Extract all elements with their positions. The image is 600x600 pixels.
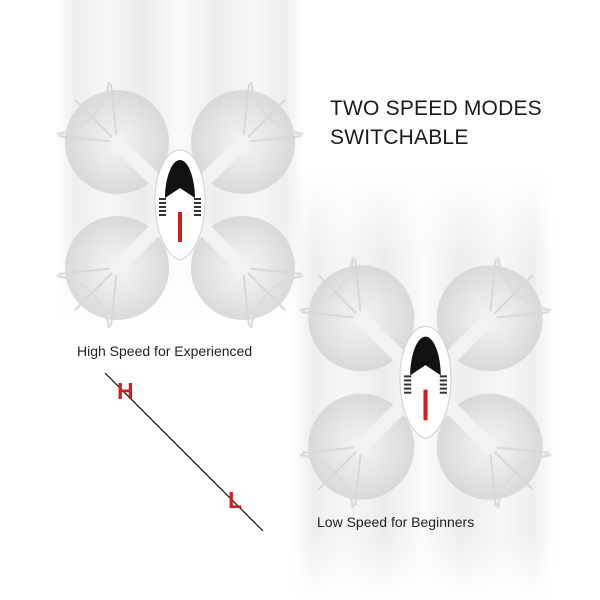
guard-spoke — [489, 445, 550, 454]
body-red-stripe — [423, 389, 428, 421]
guard-spoke — [301, 445, 362, 454]
guard-spoke — [488, 446, 497, 507]
low-speed-caption: Low Speed for Beginners — [317, 514, 475, 530]
vent-right — [194, 202, 201, 204]
guard-spoke — [58, 135, 118, 143]
guard-spoke — [110, 83, 118, 143]
vent-left — [159, 198, 166, 200]
low-mode-letter: L — [228, 487, 243, 513]
guard-spoke — [74, 267, 118, 311]
vent-left — [159, 206, 166, 208]
drone-canopy — [410, 336, 441, 376]
high-speed-drone-image — [56, 81, 304, 329]
guard-spoke — [354, 258, 363, 319]
guard-spoke — [317, 274, 362, 319]
page-title: TWO SPEED MODES SWITCHABLE — [330, 94, 542, 152]
vent-right — [439, 375, 447, 378]
guard-spoke — [242, 267, 286, 311]
guard-spoke — [354, 446, 363, 507]
guard-spoke — [489, 311, 550, 320]
guard-spoke — [242, 135, 302, 143]
drone-canopy — [165, 160, 195, 198]
vent-left — [159, 210, 166, 212]
low-speed-drone-image — [299, 256, 552, 509]
guard-spoke — [301, 311, 362, 320]
vent-left — [159, 202, 166, 204]
guard-spoke — [488, 258, 497, 319]
drone-body — [399, 325, 452, 440]
title-line-2: SWITCHABLE — [330, 126, 469, 149]
guard-spoke — [58, 267, 118, 275]
vent-right — [439, 387, 447, 390]
drone-body — [154, 149, 206, 261]
guard-spoke — [242, 267, 302, 275]
vent-left — [404, 375, 412, 378]
title-line-1: TWO SPEED MODES — [330, 97, 542, 120]
vent-left — [404, 383, 412, 386]
guard-spoke — [489, 446, 534, 491]
vent-right — [194, 198, 201, 200]
vent-left — [159, 214, 166, 216]
vent-left — [404, 391, 412, 394]
body-red-stripe — [178, 212, 182, 242]
guard-spoke — [242, 267, 250, 327]
guard-spoke — [242, 99, 286, 143]
high-mode-letter: H — [117, 378, 134, 404]
vent-right — [194, 206, 201, 208]
vent-right — [439, 379, 447, 382]
guard-spoke — [489, 274, 534, 319]
high-speed-caption: High Speed for Experienced — [77, 343, 253, 359]
guard-spoke — [110, 267, 118, 327]
vent-right — [439, 391, 447, 394]
guard-spoke — [242, 83, 250, 143]
guard-spoke — [317, 446, 362, 491]
vent-right — [194, 210, 201, 212]
vent-right — [194, 214, 201, 216]
vent-right — [439, 383, 447, 386]
vent-left — [404, 387, 412, 390]
vent-left — [404, 379, 412, 382]
guard-spoke — [74, 99, 118, 143]
